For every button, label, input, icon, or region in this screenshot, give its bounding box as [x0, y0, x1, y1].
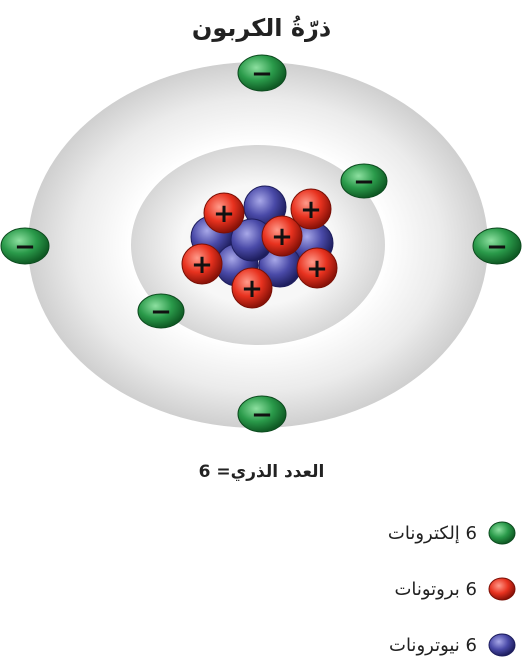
electron-swatch-icon: [487, 519, 517, 547]
legend-item-neutrons: 6 نيوترونات: [389, 631, 517, 659]
proton-sign: +: [271, 222, 293, 252]
proton-sign: +: [191, 250, 213, 280]
neutron-swatch-icon: [487, 631, 517, 659]
electron-sign: −: [14, 232, 36, 262]
electron: −: [238, 55, 286, 91]
electron: −: [1, 228, 49, 264]
electron-sign: −: [150, 297, 172, 327]
proton: +: [182, 244, 222, 284]
legend-label: 6 نيوترونات: [389, 635, 477, 656]
legend-label: 6 بروتونات: [394, 579, 477, 600]
electron: −: [138, 294, 184, 328]
proton-sign: +: [241, 274, 263, 304]
proton: +: [297, 248, 337, 288]
electron: −: [341, 164, 387, 198]
electron-sign: −: [251, 59, 273, 89]
proton: +: [262, 216, 302, 256]
proton-sign: +: [300, 195, 322, 225]
proton: +: [232, 268, 272, 308]
electron: −: [238, 396, 286, 432]
proton-sign: +: [213, 199, 235, 229]
electron-sign: −: [486, 232, 508, 262]
legend-item-electrons: 6 إلكترونات: [388, 519, 517, 547]
proton-sign: +: [306, 254, 328, 284]
legend-item-protons: 6 بروتونات: [394, 575, 517, 603]
atomic-number-label: العدد الذري= 6: [0, 462, 523, 482]
legend-label: 6 إلكترونات: [388, 523, 477, 544]
electron-sign: −: [353, 167, 375, 197]
proton-swatch-icon: [487, 575, 517, 603]
proton: +: [204, 193, 244, 233]
electron: −: [473, 228, 521, 264]
electron-sign: −: [251, 400, 273, 430]
